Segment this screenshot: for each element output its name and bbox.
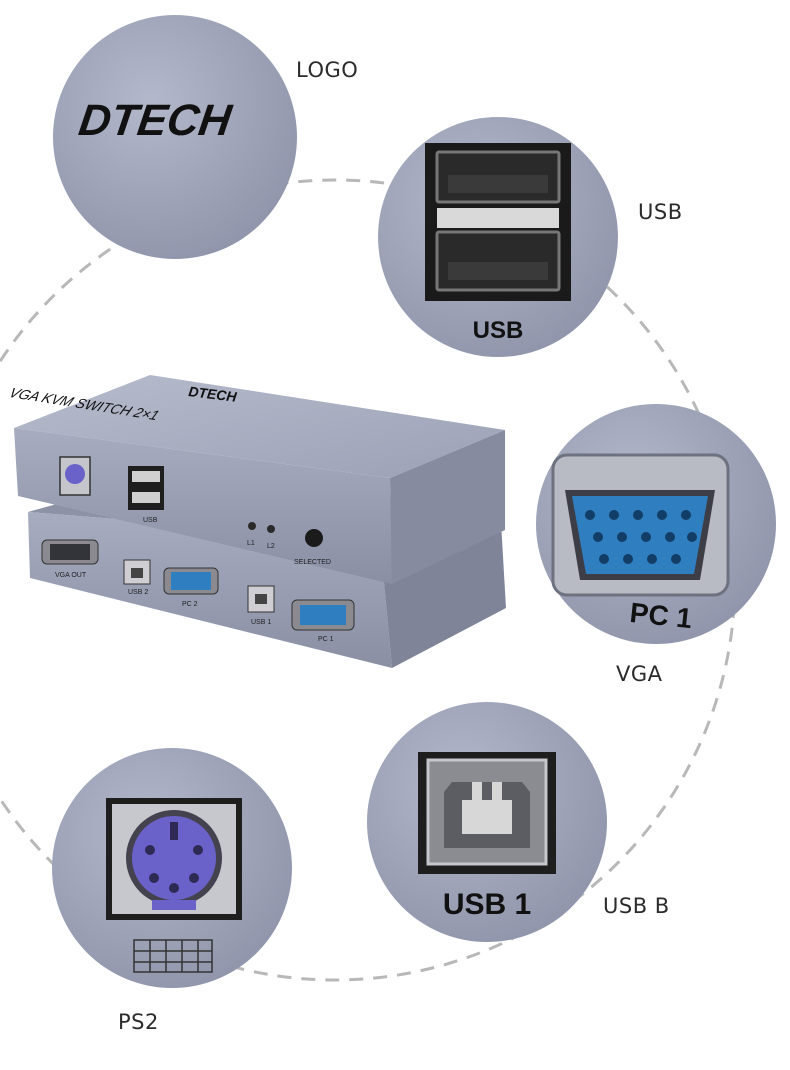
led-l1-label: L1 xyxy=(247,540,255,547)
pc2-label: PC 2 xyxy=(182,601,198,608)
callout-usb-b: USB B xyxy=(603,894,670,918)
usb-zoom-circle: USB xyxy=(378,117,618,357)
pc1-label: PC 1 xyxy=(318,636,334,643)
usb-port-label: USB xyxy=(143,517,158,524)
vga-out-label: VGA OUT xyxy=(55,572,87,579)
usb1-label: USB 1 xyxy=(251,619,271,626)
led-l1-icon xyxy=(248,522,256,530)
callout-vga: VGA xyxy=(616,662,663,686)
callout-usb: USB xyxy=(638,200,683,224)
keyboard-icon xyxy=(133,939,213,973)
callout-logo: LOGO xyxy=(296,58,359,82)
kvm-switch-device: DTECH VGA KVM SWITCH 2×1 USB L1 L2 SELEC… xyxy=(6,375,506,668)
usb2-label: USB 2 xyxy=(128,589,148,596)
led-l2-icon xyxy=(267,525,275,533)
select-button-label: SELECTED xyxy=(294,559,331,566)
vga-zoom-label: PC 1 xyxy=(628,597,693,634)
led-l2-label: L2 xyxy=(267,543,275,550)
callout-ps2: PS2 xyxy=(118,1010,159,1034)
usbb-zoom-circle: USB 1 xyxy=(367,702,607,942)
vga-zoom-circle: PC 1 xyxy=(536,404,776,644)
usb2-port xyxy=(123,559,151,585)
brand-logo: DTECH xyxy=(76,96,235,145)
select-button[interactable] xyxy=(305,529,323,547)
vga-pin-holes xyxy=(585,510,697,564)
usbb-zoom-label: USB 1 xyxy=(443,888,531,921)
logo-zoom-circle: DTECH xyxy=(53,15,297,259)
usb-zoom-label: USB xyxy=(473,317,524,344)
ps2-zoom-circle xyxy=(52,748,292,988)
device-logo: DTECH xyxy=(188,383,239,405)
